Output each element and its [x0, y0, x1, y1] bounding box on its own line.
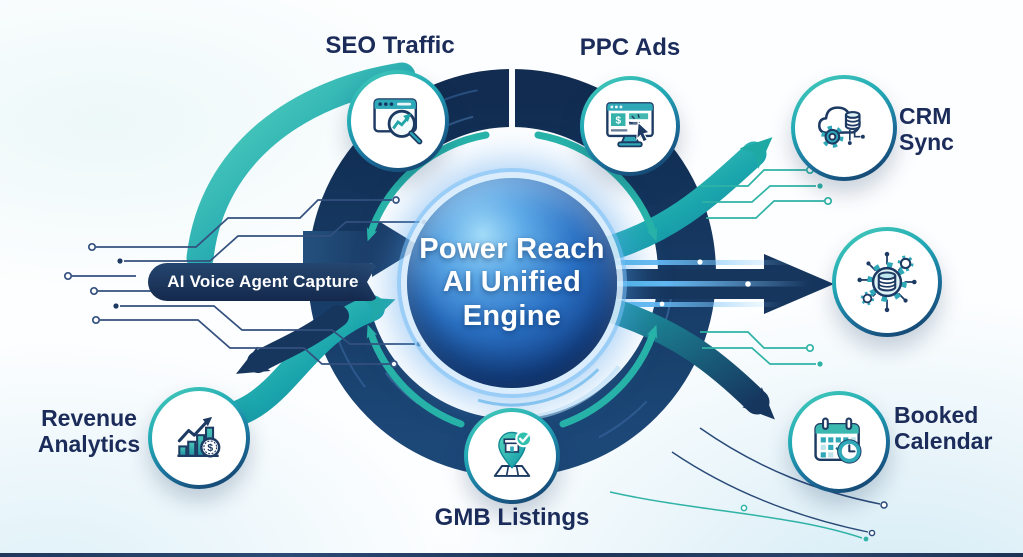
- map-pin-store-check-icon: [493, 430, 533, 477]
- node-crm-sync: [791, 75, 897, 181]
- circuit-traces-right: [700, 165, 833, 367]
- arrow-to-booked-calendar: [591, 295, 775, 420]
- label-revenue-analytics: Revenue Analytics: [37, 405, 141, 457]
- banner-label: AI Voice Agent Capture: [167, 272, 359, 291]
- data-gear-network-icon: [857, 251, 917, 313]
- arrow-to-revenue-analytics: [235, 305, 349, 374]
- label-booked-calendar: Booked Calendar: [894, 402, 993, 454]
- label-crm-sync: CRM Sync: [899, 103, 954, 155]
- banner-ai-voice-agent-capture: AI Voice Agent Capture: [148, 263, 378, 301]
- calendar-clock-icon: [814, 417, 862, 464]
- ring-top-divider: [509, 66, 515, 130]
- central-engine-sphere: Power Reach AI Unified Engine: [407, 178, 617, 388]
- node-ppc-ads: $: [580, 76, 680, 176]
- revenue-bars-dollar-icon: $: [177, 416, 221, 458]
- ppc-monitor-click-icon: $: [606, 102, 654, 148]
- bottom-edge-line: [0, 553, 1023, 557]
- label-seo-traffic: SEO Traffic: [325, 32, 455, 59]
- node-revenue-analytics: $: [148, 387, 250, 489]
- seo-search-traffic-icon: [373, 98, 423, 145]
- label-ppc-ads: PPC Ads: [579, 34, 681, 61]
- crm-cloud-database-gear-icon: [818, 106, 865, 148]
- circuit-curves-bottom-right: [609, 427, 888, 542]
- central-engine-title: Power Reach AI Unified Engine: [419, 232, 605, 332]
- node-booked-calendar: [788, 391, 890, 493]
- circuit-traces-left: [63, 196, 427, 368]
- ppc-dollar-glyph: $: [615, 116, 621, 127]
- revenue-dollar-glyph: $: [207, 443, 213, 454]
- arrow-in-from-banner: [303, 217, 421, 277]
- arrow-to-crm-sync: [585, 137, 773, 265]
- node-data-hub: [832, 227, 942, 337]
- label-gmb-listings: GMB Listings: [434, 504, 590, 531]
- node-seo-traffic: [347, 70, 449, 172]
- node-gmb-listings: [464, 408, 560, 504]
